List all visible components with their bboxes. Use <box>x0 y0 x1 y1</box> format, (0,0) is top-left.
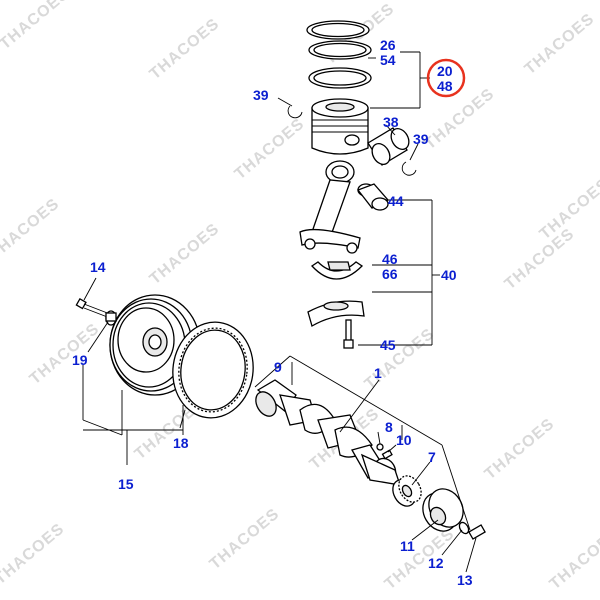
callout-19: 19 <box>72 352 88 368</box>
watermark-text: THACOES <box>362 325 438 393</box>
callout-45: 45 <box>380 337 396 353</box>
piston <box>311 98 369 155</box>
callout-1: 1 <box>374 365 382 381</box>
watermark-text: THACOES <box>522 10 598 78</box>
callout-48: 48 <box>437 78 453 94</box>
group-40-bracket <box>358 199 440 346</box>
callout-11: 11 <box>400 538 415 554</box>
callout-9: 9 <box>274 359 282 375</box>
dowel-pin <box>105 310 117 326</box>
ring-gear <box>172 321 254 419</box>
watermark-text: THACOES <box>27 320 103 388</box>
watermark-text: THACOES <box>482 415 558 483</box>
flywheel-bolt <box>75 298 111 319</box>
connecting-rod <box>299 160 361 254</box>
watermark-text: THACOES <box>382 525 458 593</box>
woodruff-key <box>381 449 393 460</box>
callout-10: 10 <box>396 432 412 448</box>
watermark-text: THACOES <box>0 0 73 53</box>
crank-pulley <box>422 488 464 532</box>
piston-rings <box>306 20 372 89</box>
rod-cap <box>307 300 365 327</box>
group-20-bracket <box>368 51 430 109</box>
piston-pin <box>367 127 410 166</box>
callout-14: 14 <box>90 259 106 275</box>
watermark-text: THACOES <box>232 115 308 183</box>
callout-38: 38 <box>383 114 399 130</box>
watermark-text: THACOES <box>547 525 600 593</box>
small-end-bush <box>356 183 390 211</box>
callout-66: 66 <box>382 266 398 282</box>
callout-18: 18 <box>173 435 189 451</box>
callout-39-right: 39 <box>413 131 429 147</box>
watermark-text: THACOES <box>502 225 578 293</box>
watermark-text: THACOES <box>0 195 63 263</box>
crank-gear <box>392 475 422 507</box>
callout-13: 13 <box>457 572 473 588</box>
pulley-bolt <box>468 524 486 540</box>
rod-bolt <box>343 319 354 349</box>
watermark-text: THACOES <box>422 85 498 153</box>
callout-7: 7 <box>428 449 436 465</box>
callout-12: 12 <box>428 555 444 571</box>
watermark-text: THACOES <box>207 505 283 573</box>
callout-26: 26 <box>380 37 396 53</box>
crank-pin <box>376 443 384 451</box>
callout-39-left: 39 <box>253 87 269 103</box>
group-9-bracket <box>254 355 471 531</box>
callout-54: 54 <box>380 52 396 68</box>
callout-46: 46 <box>382 251 398 267</box>
callout-44: 44 <box>388 193 404 209</box>
callout-labels: 26 54 20 48 39 38 39 44 46 66 40 45 14 1… <box>72 37 473 588</box>
callout-20: 20 <box>437 63 453 79</box>
watermark-text: THACOES <box>147 15 223 83</box>
bearing-shells <box>311 261 364 280</box>
watermark-text: THACOES <box>147 220 223 288</box>
callout-40: 40 <box>441 267 457 283</box>
highlight-circle <box>426 58 466 98</box>
watermark-text: THACOES <box>0 520 68 588</box>
circlip-left <box>287 105 303 119</box>
circlip-right <box>401 161 417 176</box>
callout-15: 15 <box>118 476 134 492</box>
callout-8: 8 <box>385 419 393 435</box>
group-15-bracket <box>82 365 184 465</box>
